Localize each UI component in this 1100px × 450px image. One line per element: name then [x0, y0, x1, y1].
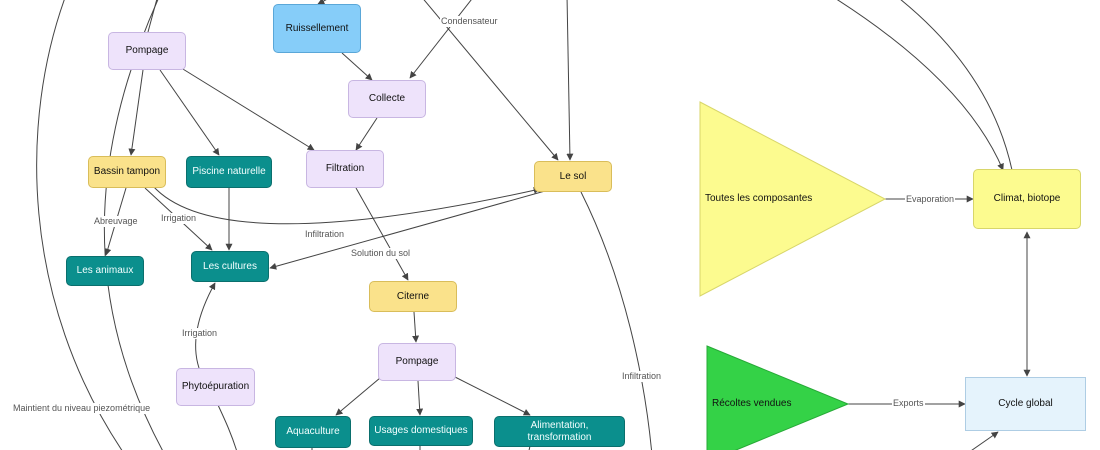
node-le-sol-label: Le sol [559, 170, 587, 182]
edge-phyto-cultures [195, 282, 216, 369]
node-cycle-global-label: Cycle global [998, 398, 1053, 409]
edge-pompage-piscine [159, 69, 220, 156]
edge-label-abreuvage: Abreuvage [93, 216, 139, 227]
node-piscine-naturelle[interactable]: Piscine naturelle [186, 156, 272, 188]
node-pompage-top-label: Pompage [125, 45, 169, 56]
edge-label-evaporation: Evaporation [905, 194, 956, 205]
node-citerne[interactable]: Citerne [369, 281, 457, 312]
node-le-sol[interactable]: Le sol [534, 161, 612, 192]
node-cycle-global[interactable]: Cycle global [965, 377, 1086, 431]
edge-citerne-pompage [412, 311, 420, 343]
edge-top-to-le-sol-b [566, 0, 574, 161]
node-climat-biotope-label: Climat, biotope [993, 193, 1061, 204]
toutes-les-composantes-shape [699, 101, 887, 297]
edge-top-to-ruissellement [317, 0, 327, 5]
edge-top-to-climat-b [900, 0, 1013, 171]
edge-lesol-cultures [269, 190, 546, 270]
node-pompage-bottom-label: Pompage [395, 356, 439, 367]
edge-lesol-infiltration [580, 191, 652, 450]
edge-bassin-lesol [152, 185, 541, 225]
node-pompage-top[interactable]: Pompage [108, 32, 186, 70]
edge-pompage-aquaculture [335, 377, 381, 416]
node-phytoepuration[interactable]: Phytoépuration [176, 368, 255, 406]
node-alimentation-transformation-label: Alimentation, transformation [527, 419, 592, 443]
node-piscine-naturelle-label: Piscine naturelle [192, 166, 266, 177]
node-citerne-label: Citerne [396, 290, 430, 302]
node-usages-domestiques[interactable]: Usages domestiques [369, 416, 473, 446]
edge-pompage-alimentation [454, 376, 531, 416]
node-les-cultures-label: Les cultures [203, 260, 257, 272]
node-les-animaux-label: Les animaux [76, 265, 134, 276]
edge-top-to-climat-a [836, 0, 1004, 171]
node-usages-domestiques-label: Usages domestiques [374, 425, 468, 436]
edge-pompage-usages [416, 380, 424, 416]
node-filtration-label: Filtration [325, 163, 365, 174]
node-aquaculture-label: Aquaculture [286, 426, 340, 437]
edge-bottom-to-cycle [971, 431, 999, 450]
node-phytoepuration-label: Phytoépuration [181, 381, 250, 392]
node-filtration[interactable]: Filtration [306, 150, 384, 188]
node-bassin-tampon[interactable]: Bassin tampon [88, 156, 166, 188]
recoltes-vendues-shape [706, 345, 850, 450]
node-aquaculture[interactable]: Aquaculture [275, 416, 351, 448]
edge-collecte-filtration [355, 117, 378, 151]
node-bassin-tampon-label: Bassin tampon [93, 166, 161, 177]
edge-top-to-pompage [147, 0, 158, 33]
edge-maintient-arc [36, 0, 123, 450]
edge-label-irrigation-bassin: Irrigation [160, 213, 198, 224]
node-recoltes-vendues-label: Récoltes vendues [712, 398, 792, 409]
edge-label-maintient: Maintient du niveau piezométrique [12, 403, 152, 414]
node-climat-biotope[interactable]: Climat, biotope [973, 169, 1081, 229]
edge-label-infiltration-sol: Infiltration [621, 371, 663, 382]
node-les-cultures[interactable]: Les cultures [191, 251, 269, 282]
edge-label-solution-du-sol: Solution du sol [350, 248, 412, 259]
edge-label-exports: Exports [892, 398, 925, 409]
edge-label-irrigation-phyto: Irrigation [181, 328, 219, 339]
node-ruissellement[interactable]: Ruissellement [273, 4, 361, 53]
node-collecte[interactable]: Collecte [348, 80, 426, 118]
node-collecte-label: Collecte [368, 93, 406, 104]
edge-pompage-filtration [177, 65, 315, 151]
edge-alimentation-down [528, 445, 531, 450]
node-ruissellement-label: Ruissellement [285, 22, 349, 34]
edge-top-to-collecte [409, 0, 472, 79]
node-les-animaux[interactable]: Les animaux [66, 256, 144, 286]
edge-label-condensateur: Condensateur [440, 16, 499, 27]
edge-pompage-bassin [128, 69, 144, 156]
edge-filtration-citerne [355, 187, 409, 281]
node-alimentation-transformation[interactable]: Alimentation, transformation [494, 416, 625, 447]
node-pompage-bottom[interactable]: Pompage [378, 343, 456, 381]
node-toutes-les-composantes-label: Toutes les composantes [705, 193, 813, 204]
edge-ruissellement-collecte [341, 52, 373, 81]
edge-label-infiltration-bassin: Infiltration [304, 229, 346, 240]
edge-phyto-down [217, 404, 237, 450]
